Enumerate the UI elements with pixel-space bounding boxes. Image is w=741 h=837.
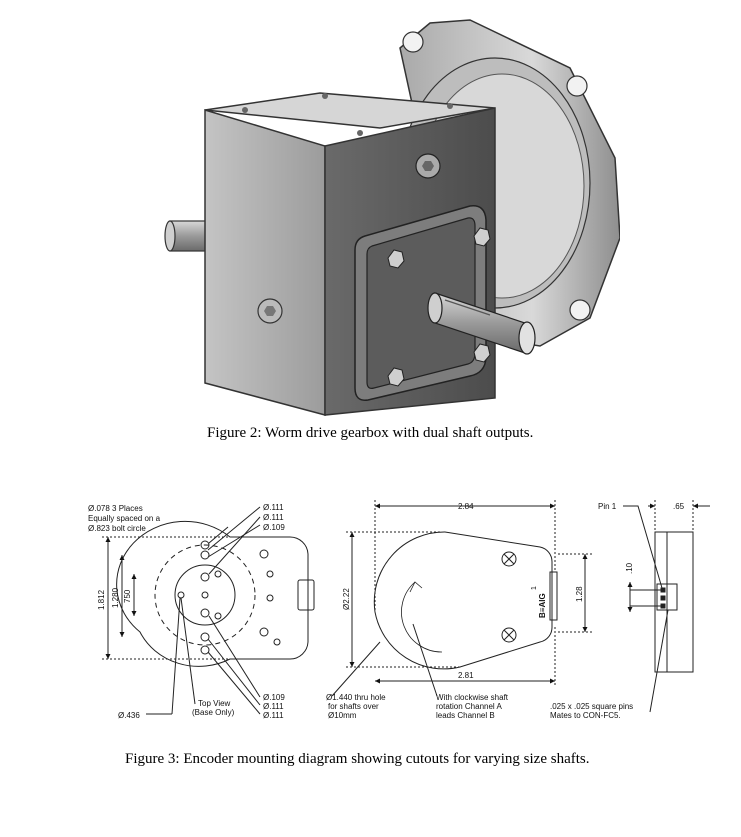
pin1-label: Pin 1 (598, 502, 617, 511)
dim-281: 2.81 (458, 671, 474, 680)
callout-holes-line1: Ø.078 3 Places (88, 504, 143, 513)
pins-note-line1: .025 x .025 square pins (550, 702, 633, 711)
encoder-mounting-diagram: Ø.078 3 Places Equally spaced on a Ø.823… (88, 500, 710, 720)
connector-pin-number: 1 (531, 586, 538, 590)
dim-750: 750 (123, 589, 132, 603)
callout-holes-line3: Ø.823 bolt circle (88, 524, 146, 533)
top-view (102, 506, 315, 715)
dim-top-d1: Ø.111 (263, 503, 284, 512)
dim-284: 2.84 (458, 502, 474, 511)
dim-1812: 1.812 (97, 589, 106, 610)
dim-10: .10 (625, 562, 634, 574)
connector-label: B≡AIG (538, 593, 547, 618)
hole-note-line1: Ø1.440 thru hole (326, 693, 386, 702)
side-cover-plate (354, 205, 491, 401)
dim-436: Ø.436 (118, 711, 140, 720)
end-view (623, 500, 710, 713)
output-shaft (427, 292, 536, 355)
dim-bot-d3: Ø.111 (263, 711, 284, 720)
dim-65: .65 (673, 502, 685, 511)
rotation-note-line2: rotation Channel A (436, 702, 502, 711)
hole-note-line2: for shafts over (328, 702, 379, 711)
dim-1280: 1.280 (111, 587, 120, 608)
dim-top-d2: Ø.111 (263, 513, 284, 522)
dim-bot-d1: Ø.109 (263, 693, 285, 702)
rotation-note-line1: With clockwise shaft (436, 693, 509, 702)
pins-note-line2: Mates to CON-FC5. (550, 711, 621, 720)
view-label-line1: Top View (198, 699, 231, 708)
view-label-line2: (Base Only) (192, 708, 235, 717)
side-view (331, 500, 592, 697)
figure-3-caption: Figure 3: Encoder mounting diagram showi… (125, 751, 590, 767)
rotation-note-line3: leads Channel B (436, 711, 495, 720)
dim-222: Ø2.22 (342, 588, 351, 610)
gearbox-illustration (164, 19, 620, 416)
dim-top-d3: Ø.109 (263, 523, 285, 532)
dim-bot-d2: Ø.111 (263, 702, 284, 711)
hole-note-line3: Ø10mm (328, 711, 357, 720)
figure-2-caption: Figure 2: Worm drive gearbox with dual s… (207, 425, 534, 441)
dim-128: 1.28 (575, 586, 584, 602)
callout-holes-line2: Equally spaced on a (88, 514, 161, 523)
